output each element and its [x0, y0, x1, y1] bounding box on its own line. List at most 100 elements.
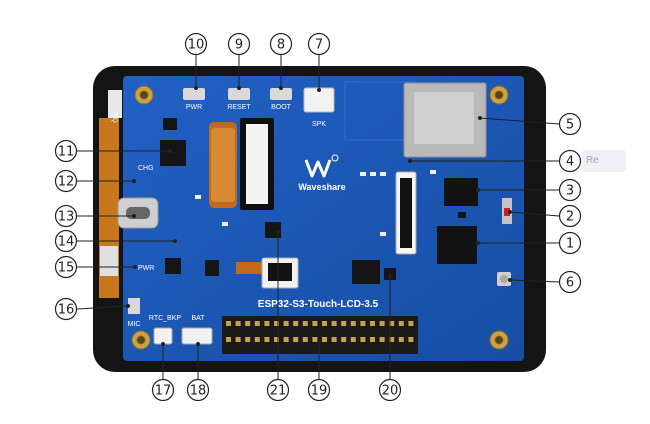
header-pin [322, 337, 327, 342]
callout-circle [266, 378, 290, 402]
callout-dot [237, 86, 241, 90]
callout-circle [558, 178, 582, 202]
header-pin [312, 321, 318, 326]
small-fpc [236, 262, 264, 274]
callout-dot [476, 188, 480, 192]
fpc-tab-top [108, 90, 122, 118]
bat-label: BAT [191, 315, 205, 322]
header-pin [283, 321, 289, 326]
boot-button[interactable] [270, 88, 292, 100]
header-pin [331, 321, 337, 326]
pwr-led-label: PWR [138, 265, 154, 272]
header-pin [389, 321, 395, 326]
mic [128, 298, 140, 314]
lcd-fpc-slot [246, 124, 268, 204]
callout-number: 2 [566, 210, 574, 225]
callout-dot [279, 86, 283, 90]
callout-number: 15 [58, 261, 75, 276]
mounting-holes [131, 85, 509, 350]
codec-ic [160, 140, 186, 166]
chg-label: CHG [138, 165, 154, 172]
callout-dot [478, 116, 482, 120]
callout-dot [317, 88, 321, 92]
pwr-label: PWR [186, 104, 202, 111]
header-pin [360, 321, 366, 326]
audio-amp-ic [352, 260, 380, 284]
red-led [504, 208, 510, 216]
callout-circle [54, 139, 78, 163]
imu-ic [265, 222, 281, 238]
ghost-label: Re [586, 155, 599, 166]
callout-number: 10 [188, 38, 205, 53]
callout-line [479, 117, 560, 125]
callout-circle [558, 231, 582, 255]
header-pin [398, 321, 404, 326]
header-pin [389, 337, 395, 342]
header-pin [245, 337, 251, 342]
callouts [76, 55, 560, 379]
reset-label: RESET [227, 104, 251, 111]
small-ic [163, 118, 177, 130]
tf-card-slot-inner [414, 92, 474, 144]
header-pin [370, 337, 375, 342]
callout-dot [476, 241, 480, 245]
header-pin [293, 337, 299, 342]
header-pin [379, 337, 385, 342]
callout-line [509, 211, 560, 217]
callout-number: 9 [235, 38, 243, 53]
callout-dot [276, 230, 280, 234]
callout-number: 17 [155, 384, 172, 399]
pwr-button[interactable] [183, 88, 205, 100]
rtc-bkp-label: RTC_BKP [149, 315, 181, 322]
header-pin [312, 337, 318, 342]
callout-circle [378, 378, 402, 402]
header-pin [408, 321, 414, 326]
header-pin [226, 321, 231, 326]
header-pin [293, 321, 299, 326]
callout-dot [508, 210, 512, 214]
gpio-header [222, 316, 418, 354]
callout-circle [54, 297, 78, 321]
header-pin [398, 337, 404, 342]
callout-number: 19 [311, 384, 328, 399]
callout-number: 4 [566, 155, 574, 170]
header-pin [264, 321, 270, 326]
callout-circle [54, 204, 78, 228]
board-name: ESP32-S3-Touch-LCD-3.5 [258, 299, 379, 310]
header-pin [274, 337, 279, 342]
header-pin [341, 337, 347, 342]
callout-dot [388, 274, 392, 278]
header-pin [302, 321, 308, 326]
callout-number: 8 [277, 38, 285, 53]
callout-dot [132, 179, 136, 183]
callout-circle [54, 229, 78, 253]
header-pin [235, 337, 241, 342]
waveshare-logo: Waveshare [298, 154, 346, 192]
header-pin [226, 337, 231, 342]
callout-circle [558, 270, 582, 294]
callout-circle [307, 378, 331, 402]
header-pin [408, 337, 414, 342]
flash-ic [444, 178, 478, 206]
header-pin [254, 337, 260, 342]
mic-label: MIC [128, 321, 141, 328]
callout-number: 5 [566, 118, 574, 133]
bat-connector [181, 327, 213, 345]
callout-number: 21 [270, 384, 287, 399]
header-pin [370, 321, 375, 326]
callout-circle [558, 149, 582, 173]
callout-number: 20 [382, 384, 399, 399]
header-pin [235, 321, 241, 326]
callout-number: 1 [566, 237, 574, 252]
ldo-ic [205, 260, 219, 276]
callout-dot [132, 214, 136, 218]
crystal [458, 212, 466, 218]
callout-dot [408, 159, 412, 163]
callout-number: 11 [58, 145, 75, 160]
callout-line [76, 305, 129, 310]
reset-button[interactable] [228, 88, 250, 100]
callout-number: 6 [566, 276, 574, 291]
callout-circle [54, 255, 78, 279]
